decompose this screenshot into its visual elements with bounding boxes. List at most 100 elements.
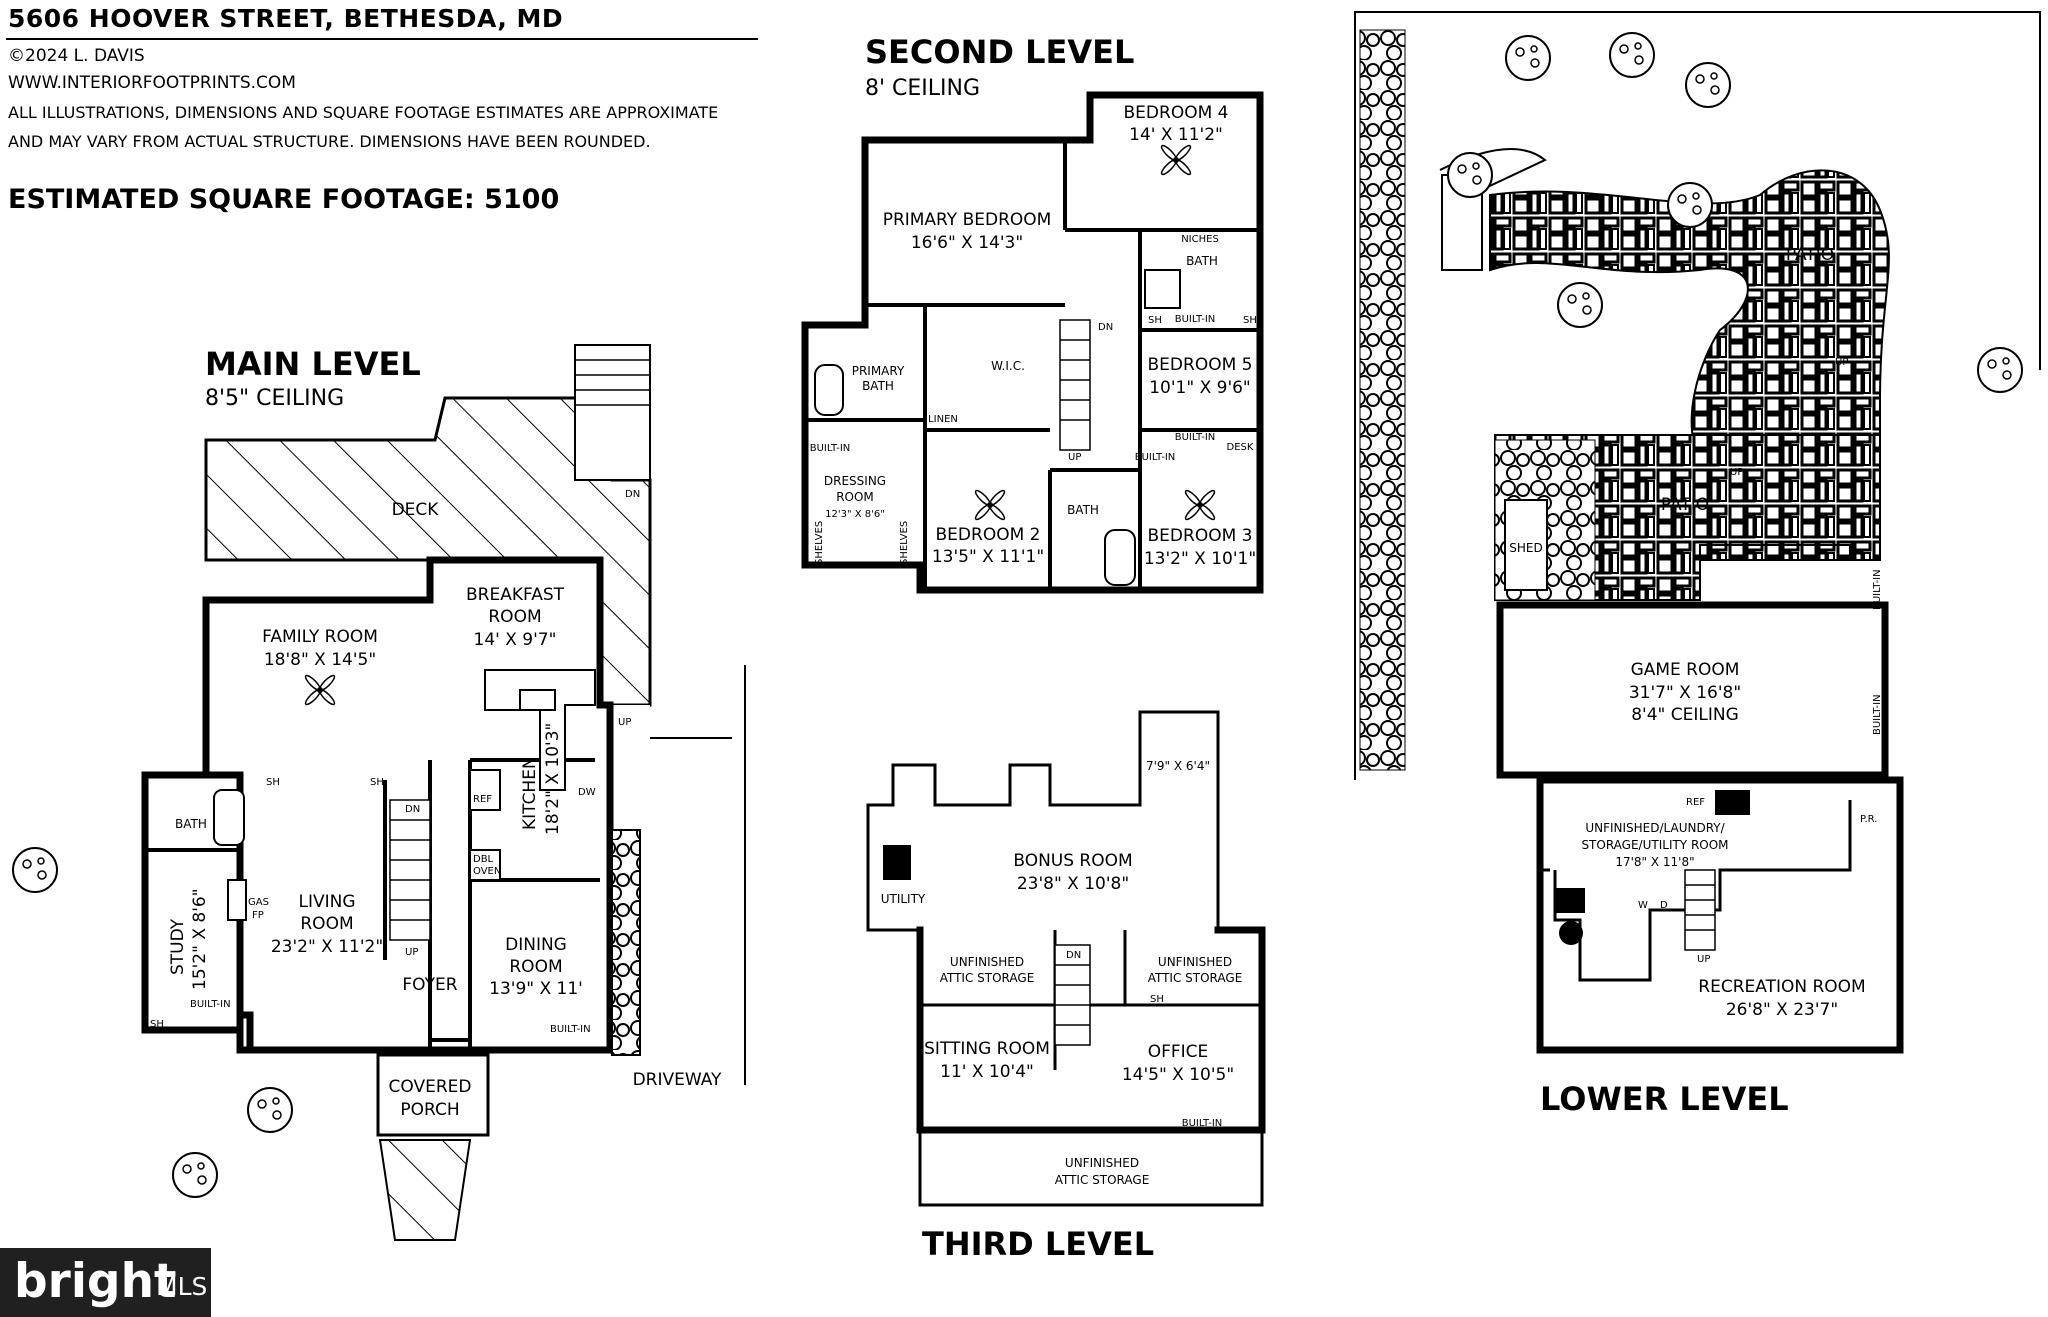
shed (1504, 499, 1548, 591)
primary-label: PRIMARY BEDROOM (883, 210, 1052, 230)
office-dim: 14'5" X 10'5" (1122, 1065, 1234, 1085)
tub-hall-bath (1104, 529, 1136, 586)
second-stair (1059, 319, 1091, 451)
porch (376, 1053, 490, 1137)
bed5-dim: 10'1" X 9'6" (1149, 378, 1251, 398)
address-title: 5606 HOOVER STREET, BETHESDA, MD (8, 4, 564, 33)
logo-brand: bright (14, 1254, 177, 1309)
bonus-label: BONUS ROOM (1013, 851, 1132, 871)
niches-label: NICHES (1181, 234, 1219, 245)
sh-label-3: SH (150, 1019, 164, 1030)
dn-lower: DN (1826, 772, 1841, 783)
game-label: GAME ROOM (1631, 660, 1740, 680)
up-lower: UP (1697, 954, 1710, 965)
game-dim: 31'7" X 16'8" (1629, 683, 1741, 703)
bath-label-upper: BATH (1186, 254, 1218, 268)
dining-dim: 13'9" X 11' (489, 979, 583, 999)
wic-label: W.I.C. (991, 359, 1025, 373)
up-patio-2: UP (1730, 467, 1743, 478)
attic-left-2: ATTIC STORAGE (940, 971, 1035, 985)
dn-deck: DN (625, 489, 640, 500)
ref-label: REF (473, 794, 492, 805)
built-in-dining: BUILT-IN (550, 1024, 591, 1035)
built-in-study: BUILT-IN (190, 999, 231, 1010)
attic-left-1: UNFINISHED (950, 955, 1024, 969)
disclaimer-line-2: AND MAY VARY FROM ACTUAL STRUCTURE. DIME… (8, 132, 651, 151)
foyer-label: FOYER (402, 975, 457, 995)
dn-third: DN (1066, 950, 1081, 961)
lower-interior (1536, 776, 1904, 1054)
second-level-title: SECOND LEVEL (865, 33, 1134, 71)
up-stair: UP (405, 947, 418, 958)
unfinished-dim: 17'8" X 11'8" (1615, 855, 1694, 869)
kitchen-dim: 18'2" X 10'3" (543, 723, 563, 835)
game-room (1496, 601, 1889, 779)
pr-label: P.R. (1860, 814, 1877, 825)
main-bath-label: BATH (175, 817, 207, 831)
game-ceiling: 8'4" CEILING (1631, 705, 1739, 725)
second-level-ceiling: 8' CEILING (865, 76, 980, 101)
bed3-dim: 13'2" X 10'1" (1144, 549, 1256, 569)
bed4-label: BEDROOM 4 (1124, 103, 1229, 123)
built-in-bed3: BUILT-IN (1175, 432, 1216, 443)
shed-label: SHED (1509, 541, 1542, 555)
bonus-dim: 23'8" X 10'8" (1017, 874, 1129, 894)
built-in-lower-2: BUILT-IN (1872, 694, 1883, 735)
attic-right-1: UNFINISHED (1158, 955, 1232, 969)
dining-label-2: ROOM (509, 957, 562, 977)
porch-label: COVERED (389, 1077, 472, 1097)
shelves-left: SHELVES (814, 521, 825, 565)
porch-label-2: PORCH (400, 1100, 459, 1120)
shelves-right: SHELVES (899, 521, 910, 565)
stone-wall (611, 829, 641, 1056)
third-interior (868, 712, 1262, 1130)
main-level-labels: MAIN LEVEL 8'5" CEILING DECK BREAKFAST R… (150, 345, 722, 1120)
linen-label: LINEN (928, 414, 958, 425)
office-label: OFFICE (1148, 1042, 1209, 1062)
primary-bath-label-2: BATH (862, 379, 894, 393)
lower-level (1354, 11, 2041, 1054)
sh-label-upper-1: SH (1148, 315, 1162, 326)
built-in-office: BUILT-IN (1182, 1118, 1223, 1129)
walkway (378, 1139, 472, 1241)
main-stair (389, 799, 431, 941)
dining-label: DINING (505, 935, 567, 955)
third-stair (1054, 944, 1091, 1046)
breakfast-label: BREAKFAST (466, 585, 565, 605)
dbl-oven-label: DBL (473, 854, 494, 865)
built-in-lower-1: BUILT-IN (1872, 569, 1883, 610)
study-dim: 15'2" X 8'6" (190, 888, 210, 990)
bath-tub (213, 789, 245, 846)
ref-lower: REF (1686, 797, 1705, 808)
built-in-hall: BUILT-IN (1135, 452, 1176, 463)
second-level-labels: SECOND LEVEL 8' CEILING BEDROOM 4 14' X … (810, 33, 1257, 569)
logo-suffix: MLS (156, 1272, 208, 1301)
utility-box-1 (1555, 888, 1585, 913)
up-deck: UP (618, 717, 631, 728)
sh-label-1: SH (266, 777, 280, 788)
square-footage: ESTIMATED SQUARE FOOTAGE: 5100 (8, 184, 560, 215)
fireplace (227, 879, 247, 921)
dressing-label-2: ROOM (836, 490, 874, 504)
primary-dim: 16'6" X 14'3" (911, 233, 1023, 253)
built-in-dressing: BUILT-IN (810, 443, 851, 454)
small-room-dim: 7'9" X 6'4" (1146, 759, 1210, 773)
tub-primary-bath (814, 364, 844, 416)
third-level-labels: THIRD LEVEL 7'9" X 6'4" BONUS ROOM 23'8"… (881, 759, 1243, 1263)
third-level (866, 710, 1266, 1207)
water-heater (1559, 921, 1583, 945)
living-label-2: ROOM (300, 914, 353, 934)
lower-level-labels: LOWER LEVEL PATIO PATIO SHED GAME ROOM 3… (1509, 245, 1883, 1118)
study-label: STUDY (168, 918, 188, 975)
attic-bottom-1: UNFINISHED (1065, 1156, 1139, 1170)
main-level-ceiling: 8'5" CEILING (205, 386, 344, 411)
utility-box-2 (1715, 790, 1750, 815)
patio-label-lower: PATIO (1661, 495, 1709, 515)
dressing-dim: 12'3" X 8'6" (825, 509, 885, 520)
hall-bath-label: BATH (1067, 503, 1099, 517)
up-second: UP (1068, 452, 1081, 463)
dw-label: DW (578, 787, 596, 798)
deck-stair (574, 344, 651, 481)
bed5-label: BEDROOM 5 (1148, 355, 1253, 375)
